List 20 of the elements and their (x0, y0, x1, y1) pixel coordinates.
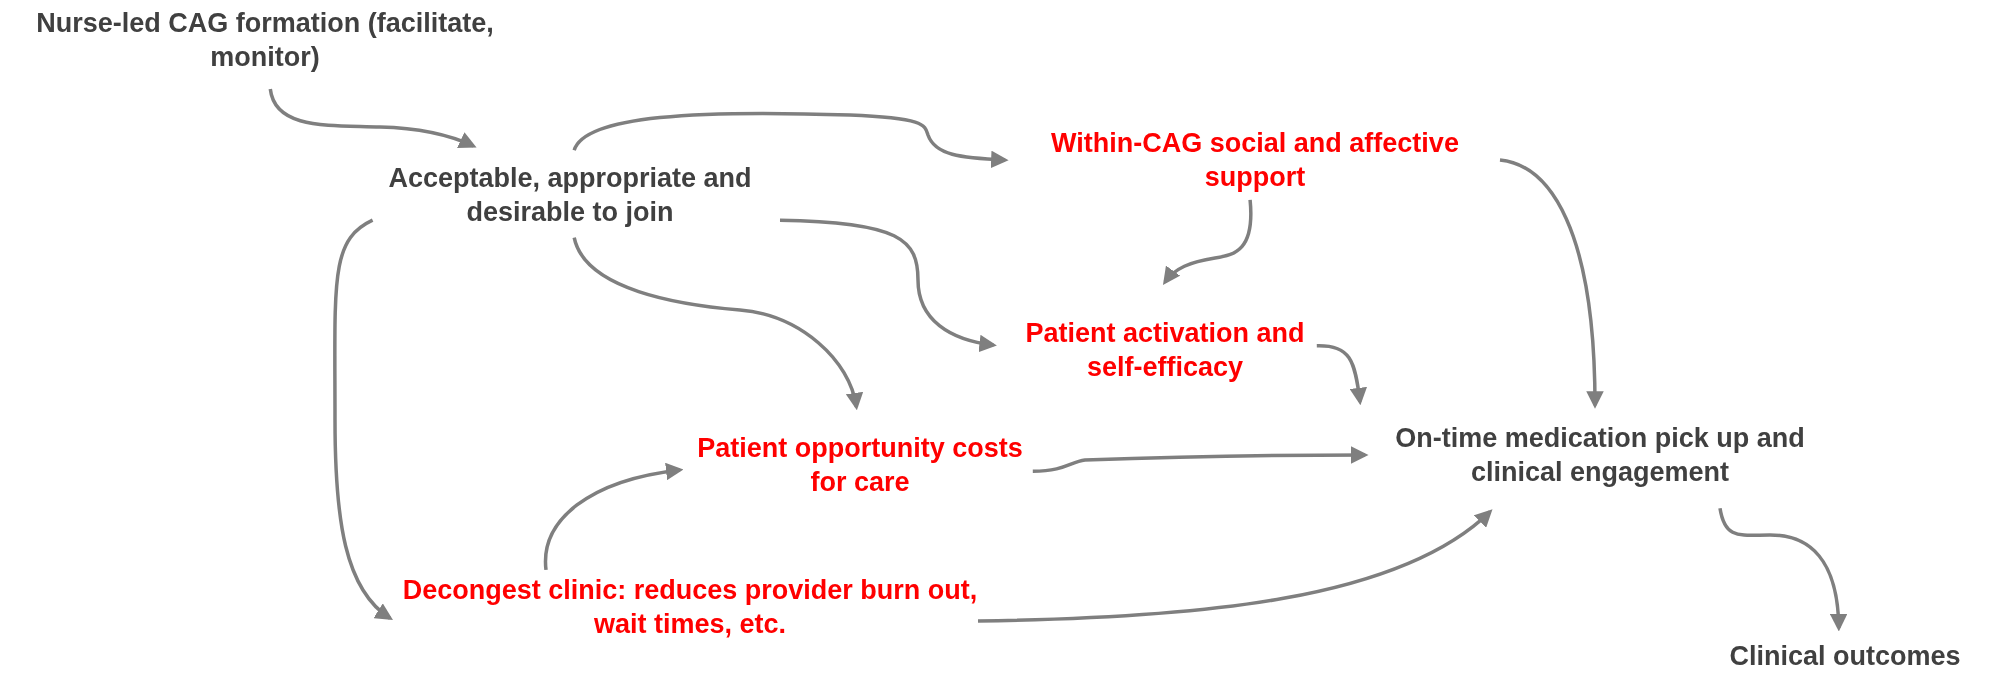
arrow (333, 218, 393, 621)
arrow (1162, 199, 1253, 285)
arrow (1316, 344, 1367, 406)
node-label: Decongest clinic: reduces provider burn out, wait times, etc. (401, 574, 979, 641)
arrow (779, 218, 997, 352)
node-label: Patient opportunity costs for care (696, 432, 1024, 499)
arrow (268, 88, 477, 149)
node-label: Clinical outcomes (1729, 640, 1961, 673)
arrow (1718, 507, 1847, 632)
arrow (1032, 446, 1369, 474)
arrow (572, 237, 863, 411)
arrow (543, 463, 684, 570)
arrow (572, 111, 1009, 169)
node-label: Acceptable, appropriate and desirable to join (387, 162, 753, 229)
node-label: Patient activation and self-efficacy (1024, 317, 1306, 384)
node-label: On-time medication pick up and clinical engagement (1394, 422, 1806, 489)
arrow (977, 509, 1493, 623)
node-label: Within-CAG social and affective support (1050, 127, 1460, 194)
node-label: Nurse-led CAG formation (facilitate, monitor) (35, 7, 495, 74)
arrow (1499, 158, 1604, 409)
